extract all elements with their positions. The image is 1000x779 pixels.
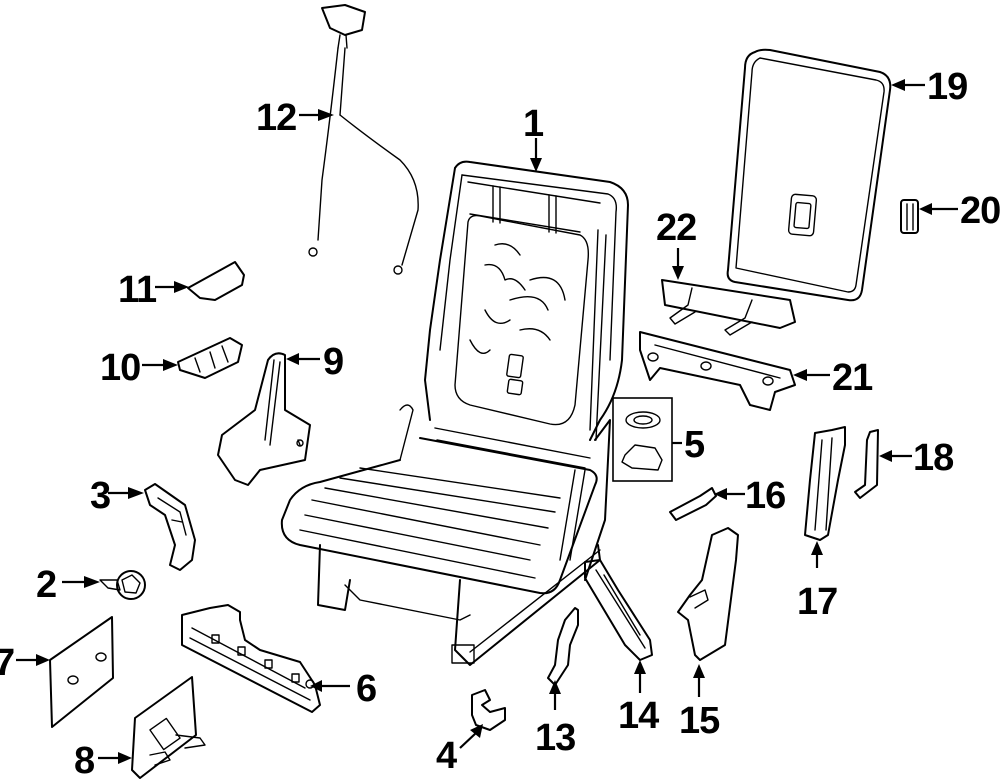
callout-2[interactable]: 2 <box>36 564 57 606</box>
part-7-trim-panel[interactable] <box>49 616 114 728</box>
leader-lines <box>16 79 958 764</box>
callout-4[interactable]: 4 <box>436 735 458 777</box>
callout-8[interactable]: 8 <box>74 740 95 779</box>
part-15-side-trim[interactable] <box>677 527 739 661</box>
part-8-mounting-bracket[interactable] <box>131 676 206 779</box>
callout-12[interactable]: 12 <box>256 97 297 139</box>
part-20-latch-clip[interactable] <box>900 199 919 234</box>
callout-16[interactable]: 16 <box>745 475 786 517</box>
part-6-track-cover[interactable] <box>181 604 321 713</box>
callout-3[interactable]: 3 <box>90 475 111 517</box>
callout-14[interactable]: 14 <box>618 695 660 737</box>
callout-9[interactable]: 9 <box>323 341 344 383</box>
part-18-trim-strip[interactable] <box>854 429 879 499</box>
callout-17[interactable]: 17 <box>797 581 838 623</box>
callout-18[interactable]: 18 <box>913 437 954 479</box>
callout-15[interactable]: 15 <box>679 700 721 742</box>
part-17-hinge-cover[interactable] <box>804 426 846 541</box>
callout-1[interactable]: 1 <box>523 103 545 145</box>
callout-6[interactable]: 6 <box>356 668 377 710</box>
part-14-track-cover[interactable] <box>584 559 653 661</box>
part-16-connector[interactable] <box>669 487 717 521</box>
part-9-side-shield[interactable] <box>217 352 311 486</box>
part-12-release-cable[interactable] <box>308 4 419 275</box>
part-3-side-bracket[interactable] <box>144 483 196 571</box>
callout-10[interactable]: 10 <box>100 347 141 389</box>
callout-5[interactable]: 5 <box>684 424 706 466</box>
part-13-lever[interactable] <box>547 607 579 686</box>
part-22-hinge-bracket[interactable] <box>661 279 796 336</box>
part-1-seat-frame[interactable] <box>280 160 629 666</box>
part-19-seat-back-panel[interactable] <box>726 48 892 302</box>
callout-19[interactable]: 19 <box>927 66 968 108</box>
callout-11[interactable]: 11 <box>118 269 158 311</box>
part-5-fastener-kit[interactable] <box>612 397 682 482</box>
part-2-recliner-knob[interactable] <box>99 570 146 600</box>
part-10-handle-bezel[interactable] <box>177 337 243 379</box>
callout-21[interactable]: 21 <box>832 357 874 399</box>
part-21-lower-trim-bracket[interactable] <box>639 331 796 411</box>
callout-22[interactable]: 22 <box>656 207 697 249</box>
callout-13[interactable]: 13 <box>535 717 576 759</box>
part-4-clip[interactable] <box>471 689 506 731</box>
callout-20[interactable]: 20 <box>960 190 1000 232</box>
callout-7[interactable]: 7 <box>0 642 15 684</box>
callout-labels: 1 2 3 4 5 6 7 8 9 10 11 12 13 14 15 16 1… <box>0 66 1000 779</box>
part-11-handle-cover[interactable] <box>187 261 245 301</box>
